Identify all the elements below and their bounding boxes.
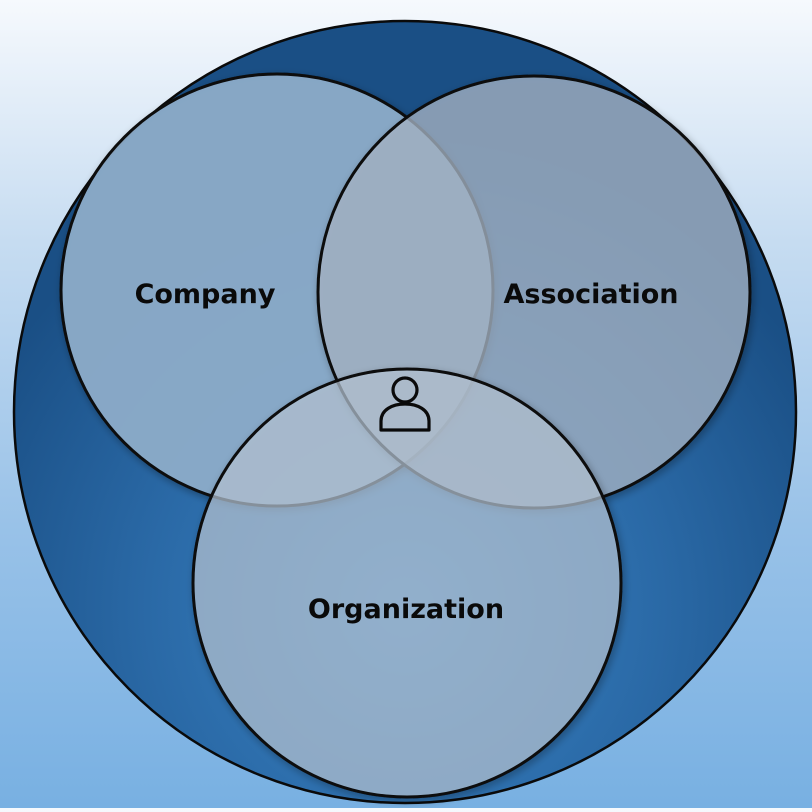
company-label: Company: [135, 279, 276, 310]
person-icon: [379, 376, 431, 432]
association-label: Association: [504, 279, 679, 310]
organization-circle: [191, 367, 623, 799]
organization-label: Organization: [308, 594, 504, 625]
